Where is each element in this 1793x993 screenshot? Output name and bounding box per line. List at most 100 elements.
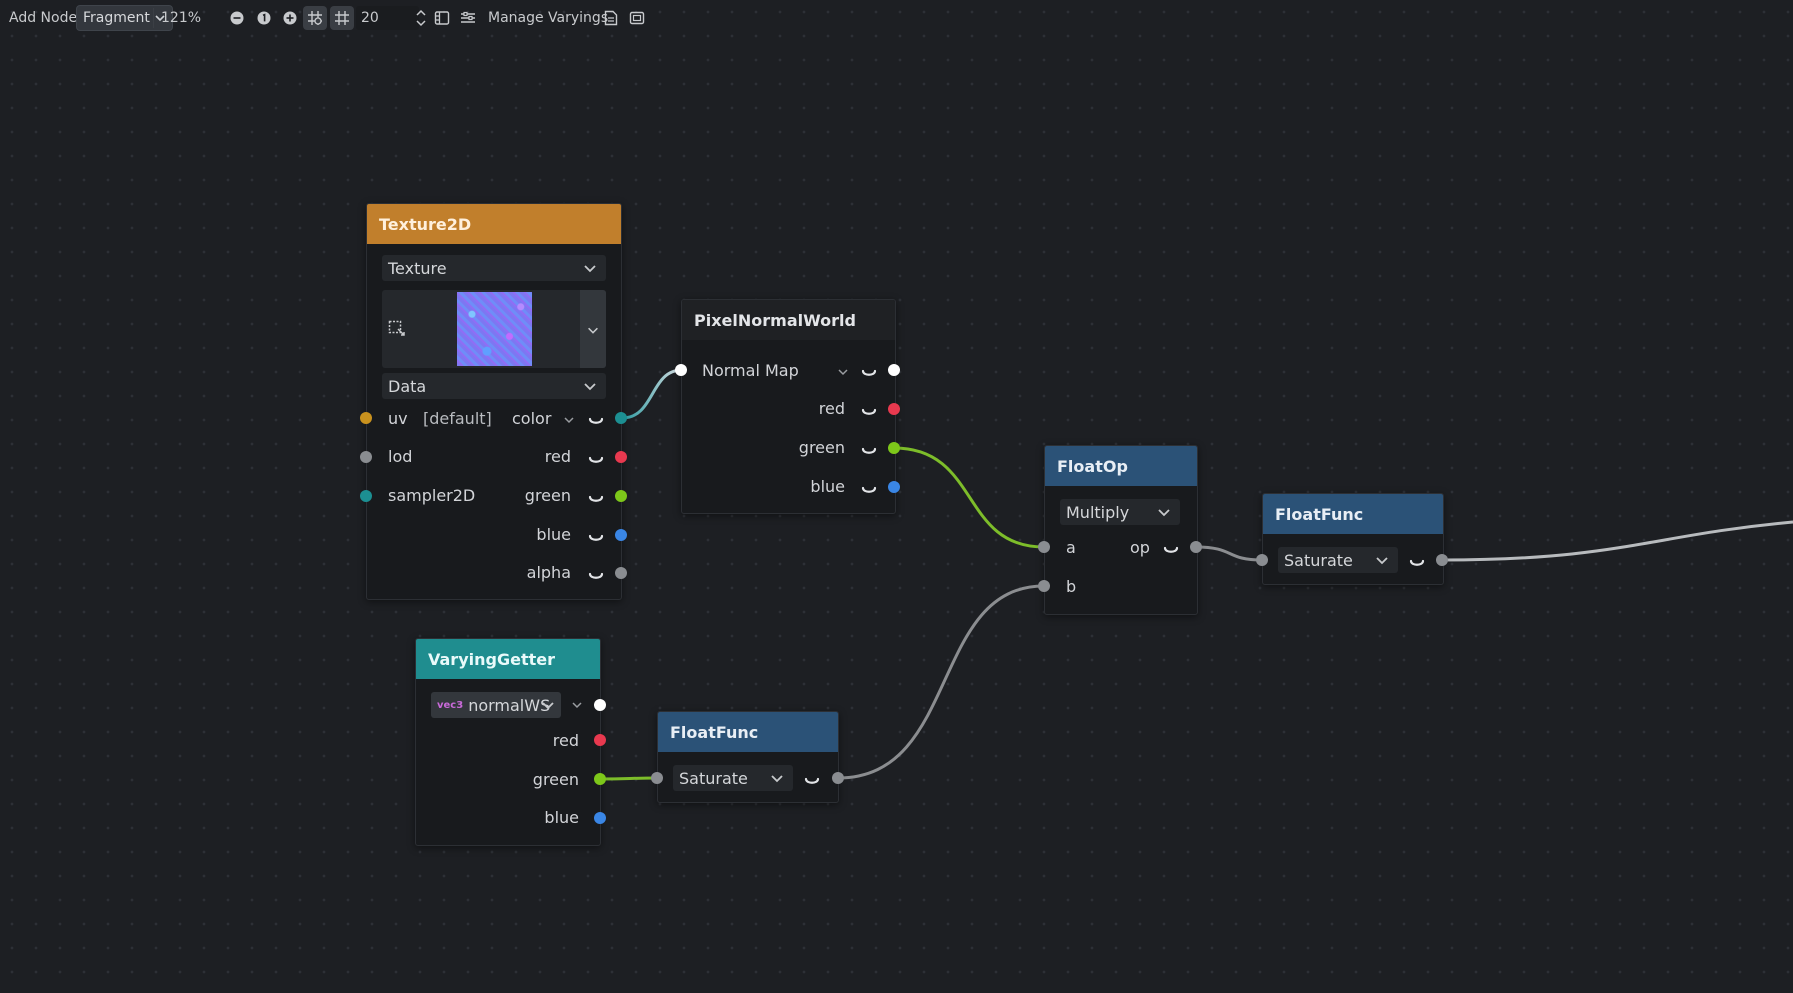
sampler2d-input-label: sampler2D [388,486,476,505]
color-output-label: color [512,409,552,428]
uv-input-port[interactable] [360,412,372,424]
expand-components-icon[interactable] [588,416,604,428]
grid-icon [335,11,349,25]
function-select[interactable]: Saturate [1278,547,1398,573]
op-output-port[interactable] [1190,541,1202,553]
float-func-input-port[interactable] [1256,554,1268,566]
lod-input-port[interactable] [360,451,372,463]
expand-components-icon[interactable] [861,407,877,419]
texture-picker[interactable] [382,290,606,368]
minimap-icon [434,11,450,25]
normal-output-port[interactable] [888,364,900,376]
preview-button[interactable] [629,0,645,36]
green-output-port[interactable] [888,442,900,454]
green-output-port[interactable] [594,773,606,785]
chevron-down-icon [771,775,783,783]
wire-normal-green-to-floatop-a[interactable] [893,446,1045,549]
operator-select[interactable]: Multiply [1060,499,1180,525]
chevron-down-icon[interactable] [571,699,583,711]
a-input-port[interactable] [1038,541,1050,553]
b-input-port[interactable] [1038,580,1050,592]
chevron-down-icon [155,15,165,22]
wire-floatop-to-floatfunc[interactable] [1195,545,1263,562]
float-func-output-port[interactable] [832,772,844,784]
expand-components-icon[interactable] [861,485,877,497]
node-header[interactable]: Texture2D [367,204,621,244]
blue-output-port[interactable] [888,481,900,493]
texture-type-value: Texture [388,258,447,278]
expand-components-icon[interactable] [588,494,604,506]
node-header[interactable]: FloatOp [1045,446,1197,486]
pixel-normal-world-node[interactable]: PixelNormalWorld Normal Map red green bl… [681,299,896,514]
wire-varying-green-to-floatfunc[interactable] [599,776,658,781]
add-node-button[interactable]: Add Node... [9,0,90,36]
expand-components-icon[interactable] [588,455,604,467]
alpha-output-port[interactable] [615,567,627,579]
code-file-icon [604,10,618,26]
float-func-node[interactable]: FloatFunc Saturate [657,711,839,803]
texture-placeholder-icon[interactable] [388,319,406,337]
green-output-label: green [532,770,579,789]
expand-components-icon[interactable] [1409,558,1425,570]
normal-map-texture-preview [457,292,532,366]
float-func-input-port[interactable] [651,772,663,784]
zoom-reset-button[interactable] [257,0,271,36]
expand-components-icon[interactable] [804,776,820,788]
node-header[interactable]: PixelNormalWorld [682,300,895,340]
blue-output-port[interactable] [594,812,606,824]
chevron-down-icon[interactable] [837,366,849,378]
chevron-down-icon[interactable] [563,414,575,426]
show-generated-code-button[interactable] [604,0,618,36]
wire-floatfunc-to-floatop-b[interactable] [837,584,1045,780]
expand-components-icon[interactable] [1163,545,1179,557]
expand-components-icon[interactable] [588,571,604,583]
mode-select[interactable]: Fragment [76,0,173,36]
expand-components-icon[interactable] [588,533,604,545]
zoom-out-button[interactable] [230,0,244,36]
varying-select[interactable]: vec3 normalWS [431,692,561,718]
wire-floatfunc-to-output[interactable] [1441,520,1793,562]
snap-distance-input[interactable]: 20 [356,0,419,36]
node-header[interactable]: VaryingGetter [416,639,600,679]
node-title: PixelNormalWorld [694,310,856,330]
frame-preview-icon [629,11,645,25]
snap-distance-spinner[interactable] [415,0,427,36]
red-output-port[interactable] [594,734,606,746]
texture-source-select[interactable]: Data [382,373,606,399]
node-header[interactable]: FloatFunc [1263,494,1443,534]
spinner-arrows-icon [416,9,426,27]
float-func-output-port[interactable] [1436,554,1448,566]
expand-components-icon[interactable] [861,368,877,380]
toggle-grid-button[interactable] [330,0,354,36]
arrange-nodes-icon [461,11,475,23]
graph-toolbar: Add Node... Fragment 121% 20 [0,0,1793,36]
green-output-port[interactable] [615,490,627,502]
varying-output-port[interactable] [594,699,606,711]
expand-components-icon[interactable] [861,446,877,458]
wire-texture-color-to-normal-map[interactable] [621,368,683,420]
color-output-port[interactable] [615,412,627,424]
texture2d-node[interactable]: Texture2D Texture Data uv [default] colo… [366,203,622,600]
red-output-port[interactable] [888,403,900,415]
minimap-button[interactable] [434,0,450,36]
arrange-nodes-button[interactable] [460,0,476,36]
sampler2d-input-port[interactable] [360,490,372,502]
normal-map-input-label: Normal Map [702,361,799,380]
node-header[interactable]: FloatFunc [658,712,838,752]
blue-output-port[interactable] [615,529,627,541]
manage-varyings-button[interactable]: Manage Varyings [488,0,608,36]
normal-map-input-port[interactable] [675,364,687,376]
function-select[interactable]: Saturate [673,765,793,791]
toggle-snap-grid-button[interactable] [303,0,327,36]
chevron-down-icon [584,383,596,391]
float-op-node[interactable]: FloatOp Multiply a op b [1044,445,1198,615]
b-input-label: b [1066,577,1077,596]
red-output-port[interactable] [615,451,627,463]
function-select-value: Saturate [1284,550,1353,570]
zoom-level-text[interactable]: 121% [161,0,201,36]
texture-type-select[interactable]: Texture [382,255,606,281]
varying-getter-node[interactable]: VaryingGetter vec3 normalWS red green bl… [415,638,601,846]
texture-dropdown-button[interactable] [580,290,606,368]
zoom-in-button[interactable] [283,0,297,36]
float-func-node[interactable]: FloatFunc Saturate [1262,493,1444,585]
